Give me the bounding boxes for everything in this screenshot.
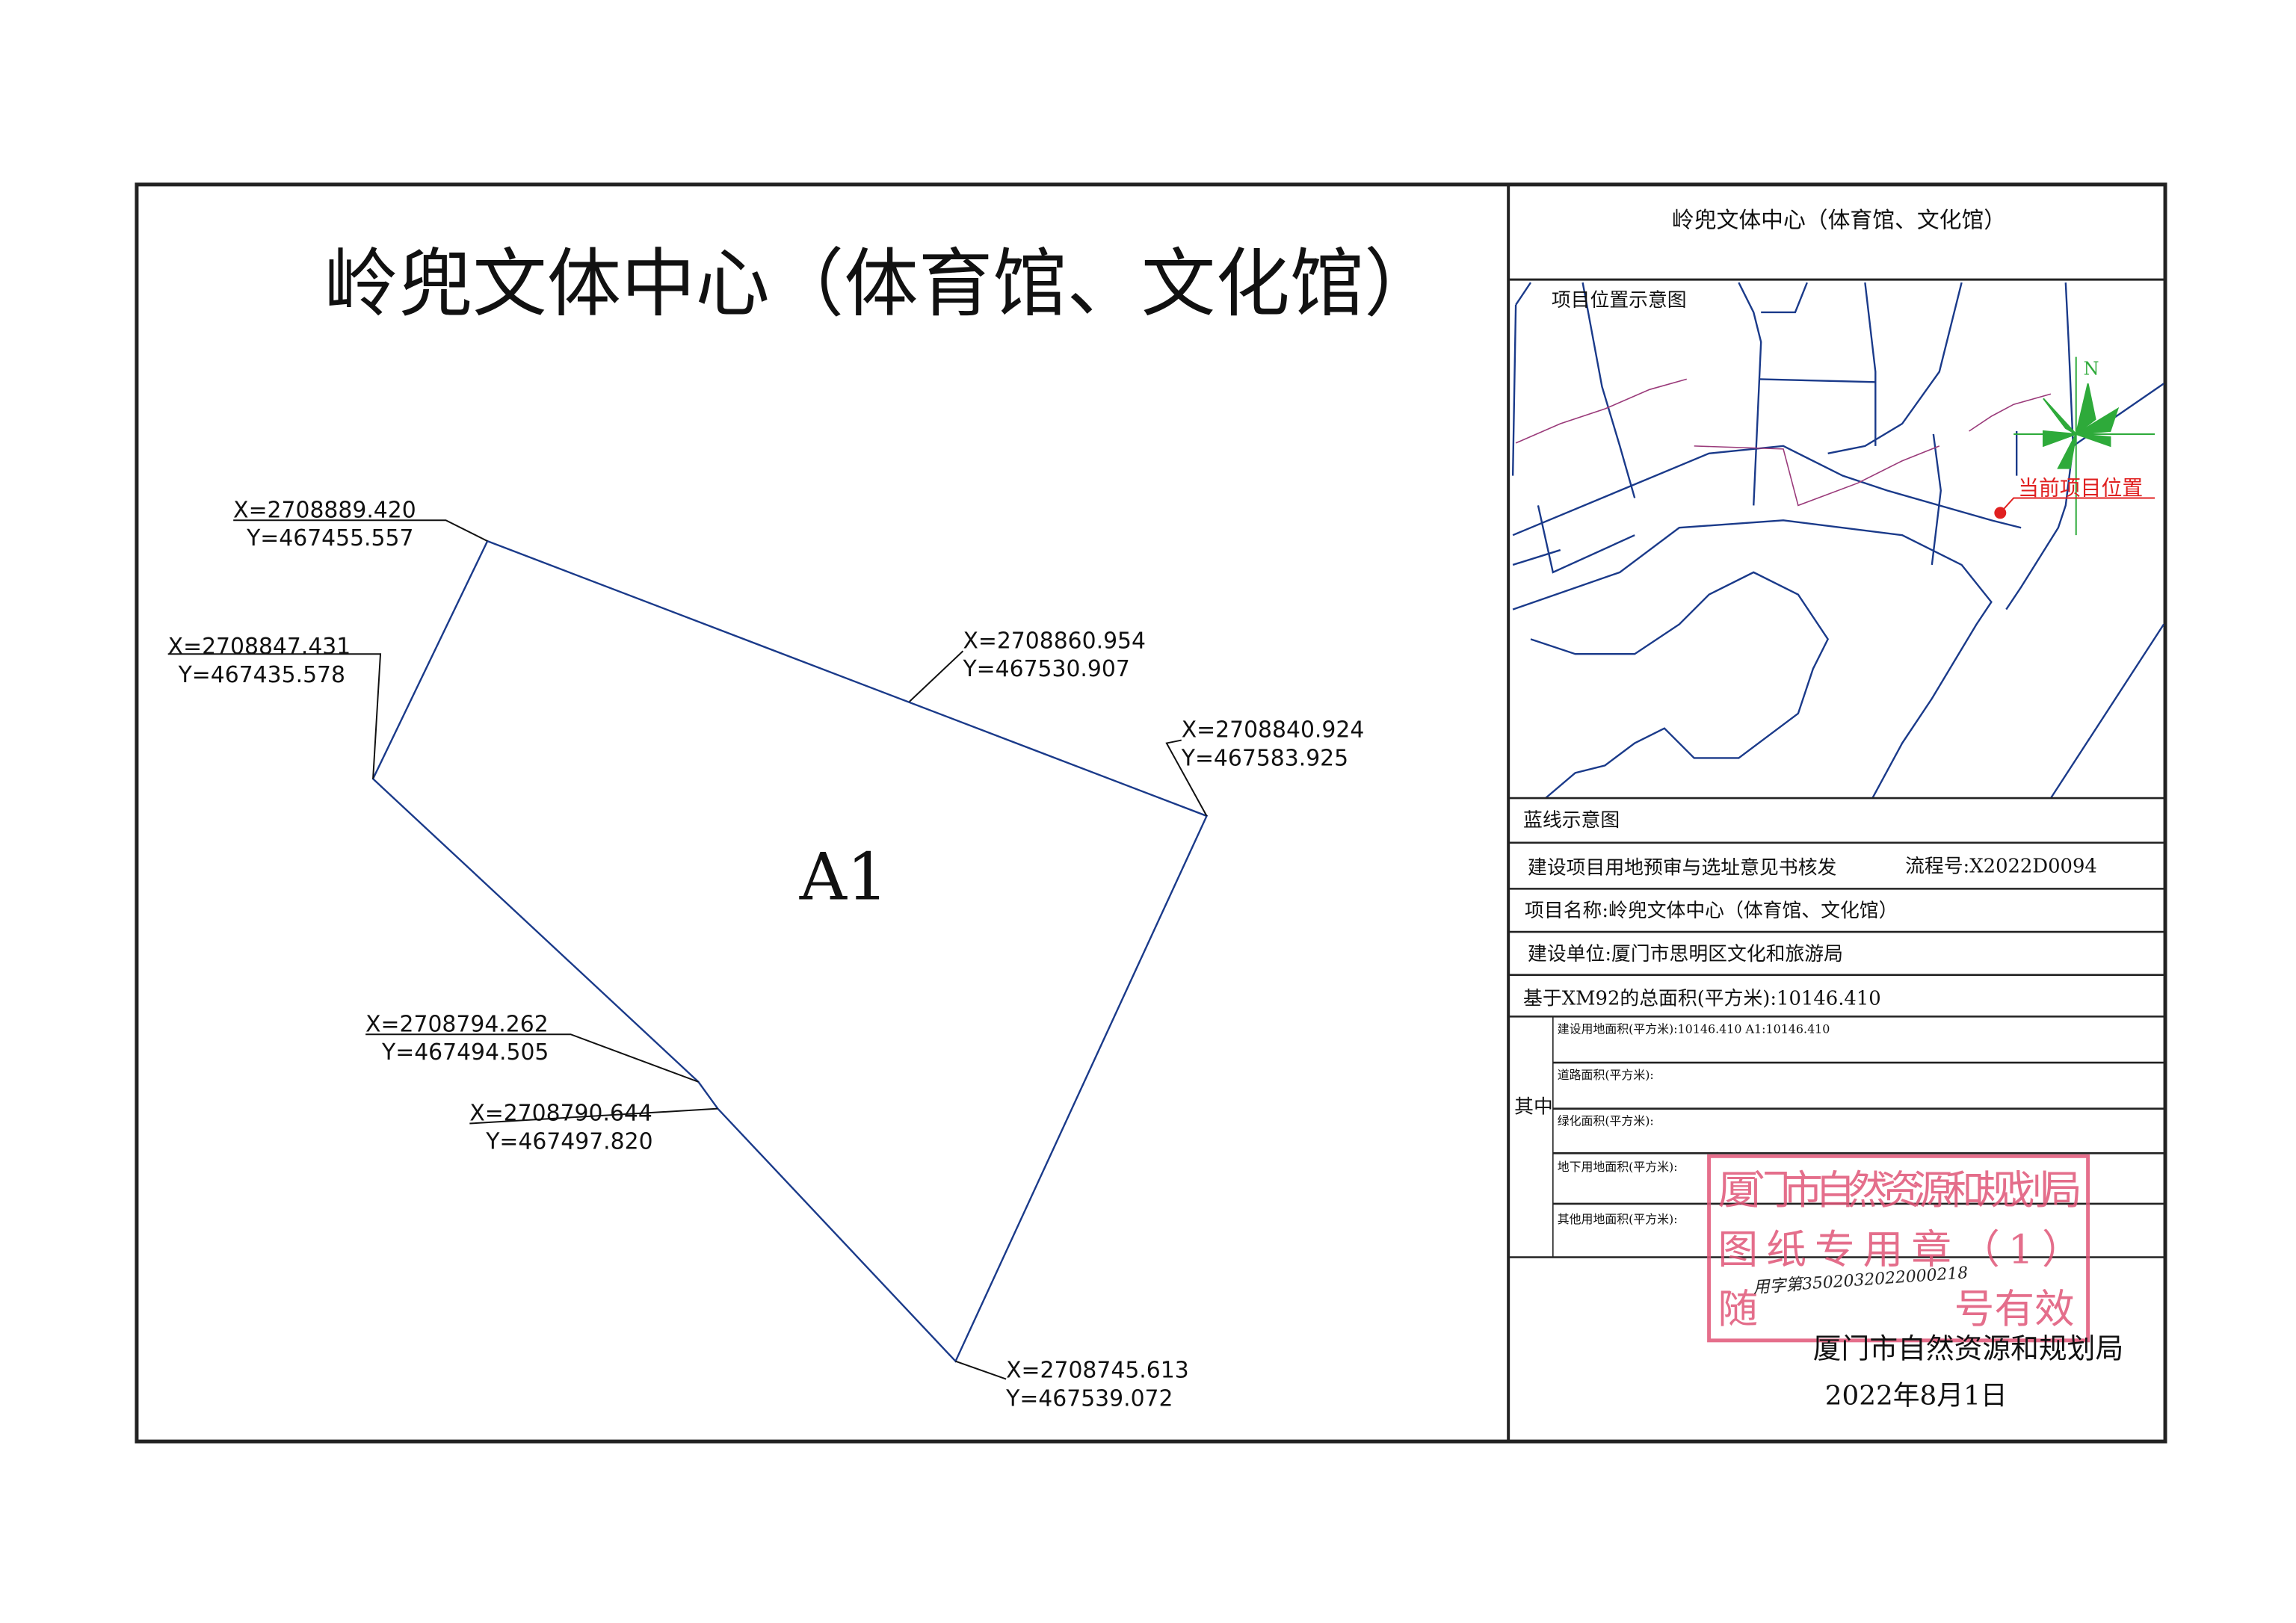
location-map bbox=[1511, 282, 2165, 800]
location-map-label: 项目位置示意图 bbox=[1552, 289, 1687, 312]
flow-number: 流程号:X2022D0094 bbox=[1905, 856, 2097, 878]
svg-text:X=2708889.420: X=2708889.420 bbox=[233, 497, 416, 523]
svg-text:Y=467435.578: Y=467435.578 bbox=[178, 662, 345, 688]
issue-date: 2022年8月1日 bbox=[1825, 1380, 2008, 1411]
project-name: 项目名称:岭兜文体中心（体育馆、文化馆） bbox=[1525, 900, 1898, 922]
construction-unit: 建设单位:厦门市思明区文化和旅游局 bbox=[1528, 943, 1843, 965]
svg-text:Y=467497.820: Y=467497.820 bbox=[485, 1128, 652, 1154]
leader-lines bbox=[167, 519, 1208, 1380]
svg-text:X=2708794.262: X=2708794.262 bbox=[365, 1011, 549, 1037]
sub-row-underground-area: 地下用地面积(平方米): bbox=[1558, 1160, 1678, 1174]
total-area: 基于XM92的总面积(平方米):10146.410 bbox=[1523, 987, 1881, 1010]
district-boundaries bbox=[1515, 378, 2052, 507]
sub-row-construction-area: 建设用地面积(平方米):10146.410 A1:10146.410 bbox=[1558, 1021, 1830, 1036]
svg-text:Y=467539.072: Y=467539.072 bbox=[1005, 1385, 1173, 1412]
svg-text:Y=467494.505: Y=467494.505 bbox=[381, 1039, 549, 1066]
svg-text:图纸专用章（1）: 图纸专用章（1） bbox=[1718, 1225, 2082, 1273]
issuer: 厦门市自然资源和规划局 bbox=[1813, 1332, 2123, 1365]
business-type: 建设项目用地预审与选址意见书核发 bbox=[1528, 857, 1836, 879]
svg-text:X=2708790.644: X=2708790.644 bbox=[469, 1101, 652, 1127]
north-arrow-icon bbox=[2013, 356, 2155, 536]
among-label: 其中 bbox=[1514, 1096, 1553, 1119]
location-leader bbox=[1999, 497, 2155, 514]
outer-frame bbox=[135, 182, 2167, 1444]
svg-text:X=2708847.431: X=2708847.431 bbox=[168, 634, 351, 660]
svg-text:X=2708860.954: X=2708860.954 bbox=[963, 628, 1146, 654]
sub-row-road-area: 道路面积(平方米): bbox=[1558, 1068, 1654, 1082]
svg-text:号有效: 号有效 bbox=[1954, 1285, 2075, 1332]
svg-text:Y=467530.907: Y=467530.907 bbox=[962, 656, 1129, 682]
svg-text:Y=467583.925: Y=467583.925 bbox=[1181, 745, 1348, 771]
blueline-label: 蓝线示意图 bbox=[1523, 809, 1620, 832]
official-stamp: 厦门市自然资源和规划局 图纸专用章（1） 随 号有效 用字第3502032022… bbox=[1707, 1154, 2090, 1343]
current-location-label: 当前项目位置 bbox=[2018, 475, 2143, 500]
drawing-title: 岭兜文体中心（体育馆、文化馆） bbox=[324, 241, 1438, 327]
north-label: N bbox=[2084, 358, 2099, 379]
panel-title: 岭兜文体中心（体育馆、文化馆） bbox=[1672, 208, 2006, 234]
sub-row-green-area: 绿化面积(平方米): bbox=[1558, 1114, 1654, 1128]
svg-text:X=2708840.924: X=2708840.924 bbox=[1182, 717, 1365, 744]
svg-text:Y=467455.557: Y=467455.557 bbox=[246, 525, 413, 551]
sub-row-other-area: 其他用地面积(平方米): bbox=[1558, 1212, 1678, 1226]
svg-text:X=2708745.613: X=2708745.613 bbox=[1006, 1358, 1189, 1384]
info-table-lines bbox=[1508, 797, 2166, 1258]
svg-text:随: 随 bbox=[1718, 1285, 1759, 1332]
svg-text:厦门市自然资源和规划局: 厦门市自然资源和规划局 bbox=[1718, 1166, 2082, 1214]
parcel-label: A1 bbox=[799, 838, 889, 915]
